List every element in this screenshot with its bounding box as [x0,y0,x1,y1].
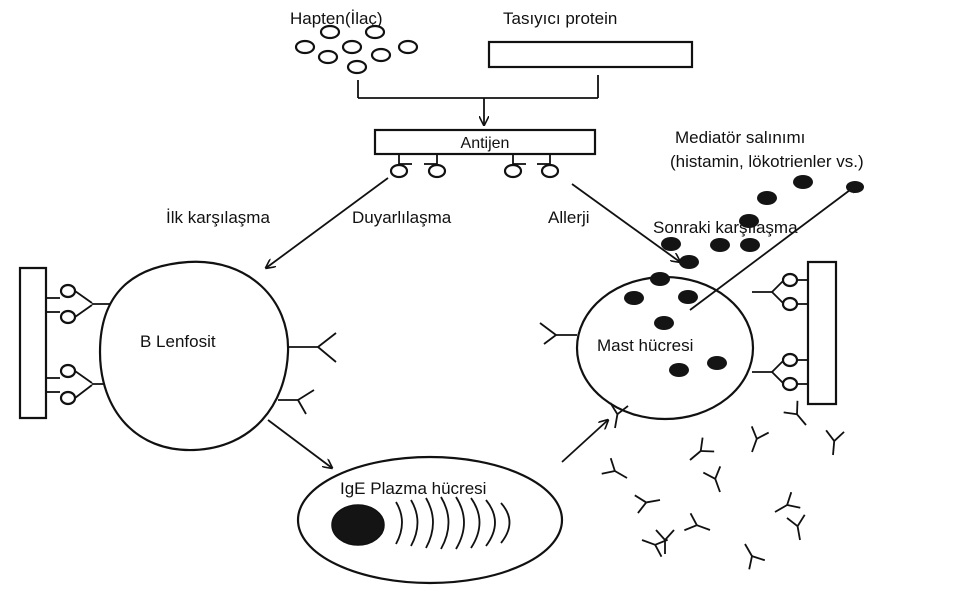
carrier-protein-rect [489,42,692,67]
allergy-label: Allerji [548,208,590,227]
ige-plasma-cell-label: IgE Plazma hücresi [340,479,486,498]
mast-cell-label: Mast hücresi [597,336,693,355]
subsequent-encounter-label: Sonraki karşılaşma [653,218,798,237]
arrow-b-cell-to-plasma-cell [268,420,332,468]
sensitization-label: Duyarlılaşma [352,208,452,227]
b-lymphocyte-cell [100,262,288,450]
antigen-label: Antijen [461,135,510,152]
hapten-molecules [296,26,417,73]
mast-cell-antigen-membrane [752,262,836,404]
free-ige-antibodies [602,401,844,569]
first-encounter-label: İlk karşılaşma [166,208,270,227]
combine-connector [358,75,598,125]
b-lymphocyte-label: B Lenfosit [140,332,216,351]
mediator-release-label: Mediatör salınımı [675,128,805,147]
plasma-cell-nucleus [332,505,384,545]
hapten-label: Hapten(İlaç) [290,9,383,28]
mast-cell-antibody-left [540,323,577,344]
mediator-examples-label: (histamin, lökotrienler vs.) [670,152,864,171]
b-cell-antigen-membrane [20,268,112,418]
arrow-plasma-cell-to-mast-cell [562,420,608,462]
carrier-protein-label: Tasıyıcı protein [503,9,617,28]
antigen-epitopes [391,154,558,177]
